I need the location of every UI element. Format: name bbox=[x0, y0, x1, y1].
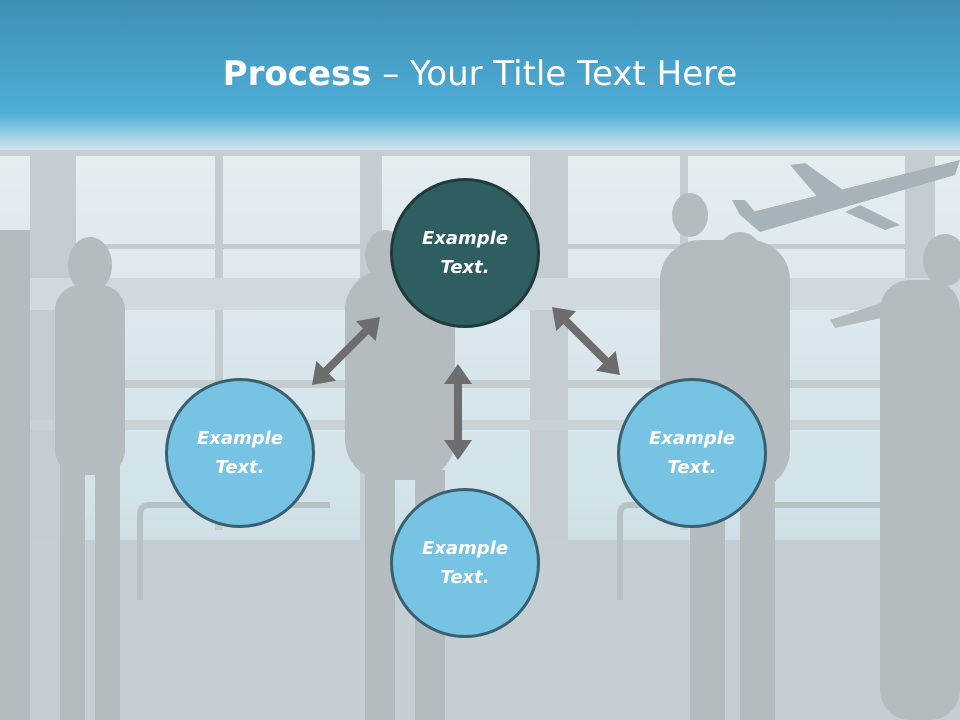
node-right: Example Text. bbox=[617, 378, 767, 528]
node-bottom: Example Text. bbox=[390, 488, 540, 638]
title-bar bbox=[0, 0, 960, 150]
title-bold: Process bbox=[222, 54, 372, 94]
arrow-vertical bbox=[444, 364, 472, 460]
title-dash: – bbox=[371, 54, 411, 94]
node-left-text: Example Text. bbox=[196, 428, 284, 478]
node-top-text: Example Text. bbox=[421, 228, 509, 278]
node-top: Example Text. bbox=[390, 178, 540, 328]
node-left: Example Text. bbox=[165, 378, 315, 528]
slide-title: Process – Your Title Text Here bbox=[0, 52, 960, 96]
node-right-text: Example Text. bbox=[648, 428, 736, 478]
arrow-top-left bbox=[312, 317, 380, 385]
node-bottom-text: Example Text. bbox=[421, 538, 509, 588]
title-rest: Your Title Text Here bbox=[410, 54, 738, 94]
arrow-top-right bbox=[552, 307, 620, 375]
